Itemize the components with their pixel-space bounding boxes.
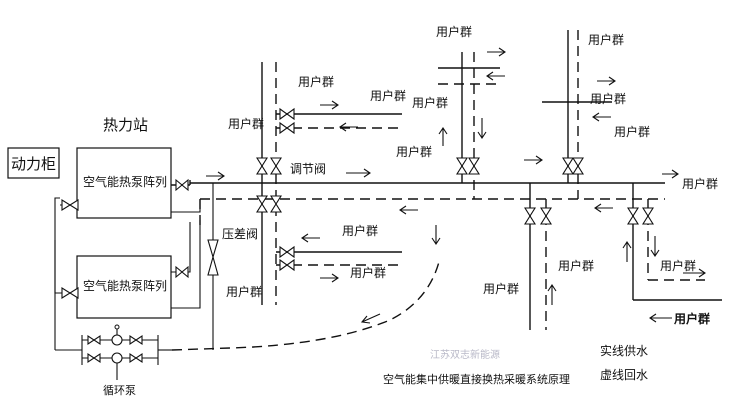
legend-solid-supply: 实线供水 [600, 343, 648, 358]
heat-pump-array-2-label: 空气能热泵阵列 [83, 278, 167, 293]
pump-return-dashed [171, 257, 441, 351]
inlet-valve-2 [61, 287, 79, 299]
user-group-label: 用户群 [298, 74, 334, 89]
user-group-labels: 用户群 用户群 用户群 用户群 用户群 用户群 用户群 用户群 用户群 用户群 … [226, 24, 718, 326]
user-group-label: 用户群 [558, 258, 594, 273]
outlet-valve-2 [175, 265, 189, 279]
user-group-label-bold: 用户群 [673, 311, 710, 326]
heat-pump-array-1-label: 空气能热泵阵列 [83, 174, 167, 189]
pump-icon [111, 334, 123, 346]
user-group-label: 用户群 [436, 24, 472, 39]
outlet-valve-1 [175, 178, 189, 192]
circulation-pump-label: 循环泵 [103, 384, 136, 397]
circulation-pump-assembly [81, 324, 172, 365]
pump-icon [111, 352, 123, 364]
differential-pressure-valve [207, 239, 219, 276]
user-group-label: 用户群 [342, 223, 378, 238]
riser-group-right-upper [524, 30, 616, 199]
user-group-label: 用户群 [590, 91, 626, 106]
user-group-label: 用户群 [588, 32, 624, 47]
legend-dashed-return: 虚线回水 [600, 368, 648, 382]
user-group-label: 用户群 [660, 258, 696, 273]
watermark: 江苏双志新能源 [430, 348, 500, 361]
user-group-label: 用户群 [682, 176, 718, 191]
heat-station-label: 热力站 [103, 116, 148, 134]
user-group-label: 用户群 [350, 265, 386, 280]
heat-pump-array-1-box [76, 147, 172, 219]
power-cabinet-label: 动力柜 [11, 155, 56, 173]
user-group-label: 用户群 [483, 281, 519, 296]
user-group-label: 用户群 [412, 95, 448, 110]
heat-pump-array-2-box [76, 255, 172, 319]
user-group-label: 用户群 [226, 284, 262, 299]
power-cabinet-box [7, 147, 60, 179]
user-group-label: 用户群 [614, 124, 650, 139]
differential-pressure-valve-label: 压差阀 [222, 227, 258, 241]
riser-group-right-lower [524, 183, 722, 330]
inlet-valve-1 [61, 199, 79, 211]
diagram-title: 空气能集中供暖直接换热采暖系统原理 [383, 372, 570, 386]
riser-group-left [256, 62, 402, 305]
user-group-label: 用户群 [370, 88, 406, 103]
riser-group-middle [438, 47, 506, 199]
user-group-label: 用户群 [396, 144, 432, 159]
regulating-valve-label: 调节阀 [290, 162, 326, 176]
user-group-label: 用户群 [228, 116, 264, 131]
